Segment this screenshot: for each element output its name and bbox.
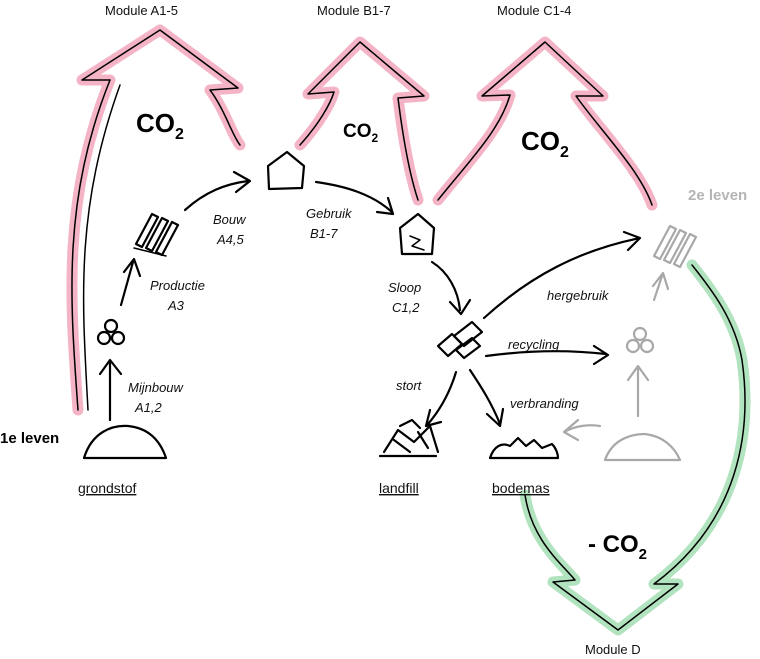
co2-a-base: CO	[136, 108, 175, 138]
co2-c-base: CO	[521, 126, 560, 156]
first-life-label: 1e leven	[0, 430, 59, 447]
demolition-code: C1,2	[392, 300, 420, 315]
soil-ash-icon	[488, 436, 560, 460]
co2-b-sub: 2	[372, 131, 379, 145]
co2-label-d: - CO2	[588, 531, 647, 563]
co2-label-a: CO2	[136, 108, 184, 143]
landfill-arrow-icon	[424, 370, 458, 428]
second-life-return-arrow-icon	[562, 418, 602, 442]
co2-a-sub: 2	[175, 126, 184, 143]
co2-c-sub: 2	[560, 144, 569, 161]
mining-arrow-icon	[98, 358, 123, 422]
co2-label-c: CO2	[521, 126, 569, 161]
module-b-label: Module B1-7	[317, 3, 391, 18]
second-life-product-icon	[652, 224, 698, 269]
incineration-arrow-icon	[468, 368, 505, 428]
second-life-mining-arrow-icon	[626, 364, 650, 418]
module-d-label: Module D	[585, 642, 641, 657]
landfill-label: landfill	[379, 480, 419, 496]
granule-icon	[96, 318, 126, 346]
production-name: Productie	[150, 278, 205, 293]
reuse-label: hergebruik	[547, 288, 610, 303]
co2-label-b: CO2	[343, 121, 379, 145]
credit-arrow-d	[519, 259, 751, 636]
demolition-arrow-icon	[430, 260, 472, 316]
production-arrow-icon	[119, 257, 142, 307]
co2-d-sub: 2	[639, 546, 647, 563]
demolition-name: Sloop	[388, 280, 421, 295]
incineration-label: verbranding	[510, 396, 579, 411]
recycling-arrow-icon	[484, 344, 610, 366]
landfill-flow-label: stort	[396, 378, 423, 393]
building-product-icon	[133, 212, 180, 257]
co2-b-base: CO	[343, 121, 372, 142]
second-life-mound-icon	[603, 432, 682, 462]
landfill-pile-icon	[378, 418, 440, 458]
raw-material-label: grondstof	[78, 480, 136, 496]
emission-arrow-b	[294, 36, 430, 206]
emission-arrow-c	[432, 36, 658, 211]
mining-name: Mijnbouw	[128, 380, 185, 395]
use-code: B1-7	[310, 226, 338, 241]
damaged-house-icon	[398, 212, 436, 256]
emission-arrow-a	[66, 24, 246, 416]
second-life-granule-icon	[625, 326, 655, 354]
recycling-label: recycling	[508, 337, 560, 352]
use-arrow-icon	[314, 180, 395, 216]
module-a-label: Module A1-5	[105, 3, 178, 18]
house-icon	[266, 150, 306, 191]
second-life-production-arrow-icon	[651, 271, 670, 302]
production-code: A3	[167, 298, 185, 313]
second-life-label: 2e leven	[688, 187, 747, 204]
construction-code: A4,5	[216, 232, 245, 247]
raw-material-mound-icon	[82, 424, 168, 460]
reuse-arrow-icon	[482, 230, 642, 320]
use-name: Gebruik	[306, 206, 353, 221]
mining-code: A1,2	[134, 400, 163, 415]
construction-arrow-icon	[183, 170, 252, 212]
debris-icon	[436, 320, 484, 360]
module-c-label: Module C1-4	[497, 3, 571, 18]
co2-d-base: - CO	[588, 531, 639, 558]
construction-name: Bouw	[213, 212, 247, 227]
soil-ash-label: bodemas	[492, 480, 550, 496]
